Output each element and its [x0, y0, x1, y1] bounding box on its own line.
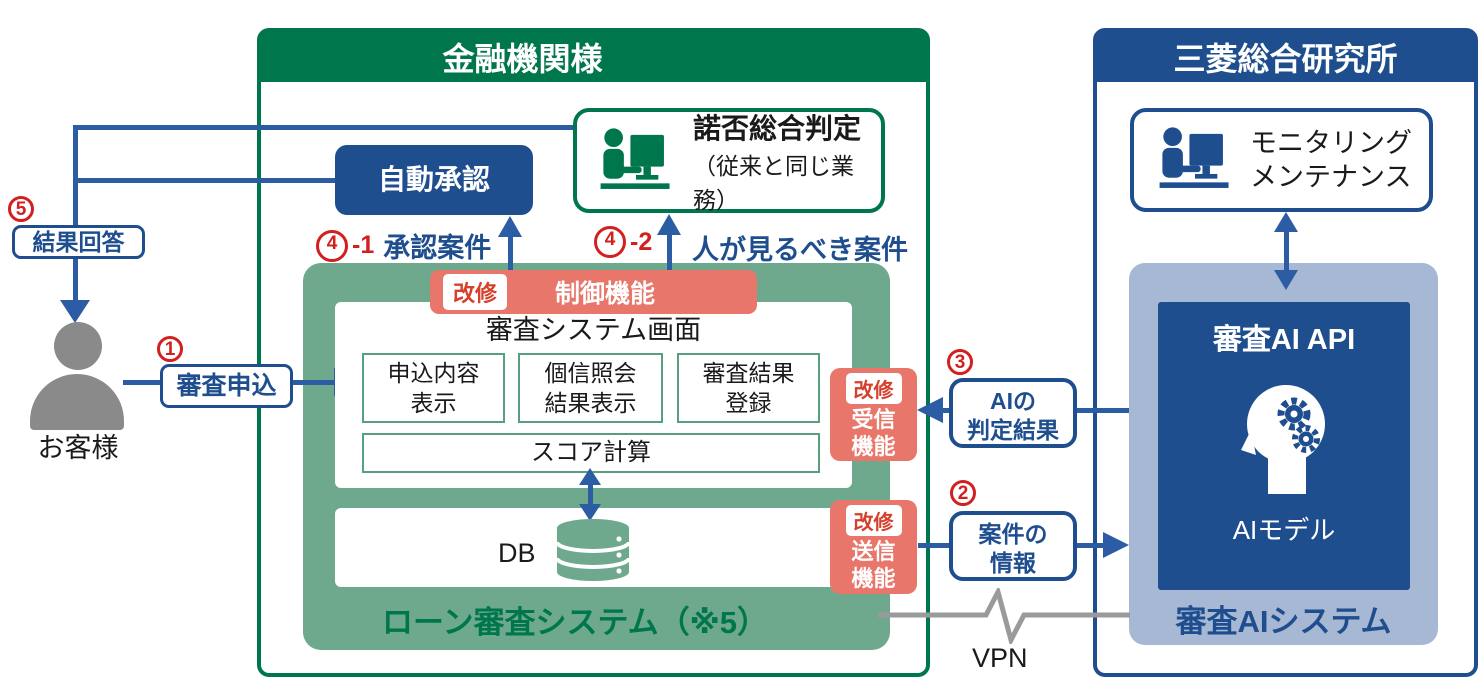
- arrowhead-approved-cases: [498, 216, 522, 237]
- ai-api-box: 審査AI API AIモデル: [1158, 302, 1410, 590]
- screen-box1-line1: 申込内容: [387, 360, 480, 386]
- ai-api-title: 審査AI API: [1212, 324, 1356, 356]
- step4-2-row: 4 -2: [594, 226, 652, 258]
- step4-1-suffix: -1: [352, 231, 375, 259]
- customer-icon: [54, 322, 102, 370]
- receive-renovation-badge: 改修: [845, 373, 902, 404]
- arrowhead-human-review-cases: [657, 214, 681, 235]
- line-approval-to-customer: [73, 178, 335, 183]
- line-judgement-to-customer: [73, 125, 573, 130]
- customer-label: お客様: [37, 433, 119, 463]
- step4-2-label: 人が見るべき案件: [692, 235, 908, 265]
- arrowhead-ai-result: [917, 397, 943, 423]
- ai-head-gears-icon: [1158, 382, 1410, 494]
- financial-panel-header: 金融機関様: [261, 32, 926, 82]
- vpn-label: VPN: [972, 643, 1028, 673]
- send-label-line2: 機能: [851, 566, 896, 591]
- line-down-to-customer: [73, 125, 78, 302]
- send-function-box: 改修 送信 機能: [830, 500, 917, 594]
- arrowhead-monitoring-up: [1274, 212, 1298, 232]
- ai-model-label: AIモデル: [1232, 515, 1336, 545]
- screen-box1-line2: 表示: [410, 390, 457, 416]
- mri-panel-header: 三菱総合研究所: [1097, 32, 1474, 82]
- line-approved-cases: [508, 234, 513, 272]
- step4-1-label: 承認案件: [383, 233, 492, 263]
- receive-function-box: 改修 受信 機能: [830, 368, 917, 461]
- step3-number: 3: [947, 349, 973, 375]
- ai-result-line2: 判定結果: [967, 417, 1059, 443]
- line-score-db: [588, 480, 593, 510]
- auto-approval-box: 自動承認: [335, 145, 533, 215]
- step1-number: 1: [157, 336, 183, 362]
- case-info-box: 案件の 情報: [949, 511, 1077, 581]
- step5-number: 5: [8, 196, 34, 222]
- monitoring-person-at-computer-icon: [1154, 124, 1236, 196]
- person-at-computer-icon: [595, 125, 677, 197]
- step4-2-number: 4: [594, 226, 626, 258]
- step4-1-row: 4 -1 承認案件: [316, 226, 491, 265]
- arrowhead-to-customer: [60, 300, 90, 323]
- ai-system-label: 審査AIシステム: [1175, 604, 1392, 639]
- step4-1-number: 4: [316, 229, 348, 262]
- send-renovation-badge: 改修: [845, 505, 902, 536]
- ai-result-line1: AIの: [990, 388, 1036, 414]
- receive-label-line2: 機能: [851, 434, 896, 459]
- screen-box-credit-check: 個信照会 結果表示: [518, 353, 663, 423]
- send-label-line1: 送信: [851, 539, 896, 564]
- mri-panel-title: 三菱総合研究所: [1173, 41, 1398, 77]
- loan-system-label: ローン審査システム（※5）: [382, 605, 768, 640]
- score-calculation-box: スコア計算: [362, 433, 820, 473]
- screen-box-application-display: 申込内容 表示: [362, 353, 505, 423]
- arrowhead-score-up: [579, 468, 601, 485]
- judgement-box: 諾否総合判定 （従来と同じ業務）: [573, 108, 885, 213]
- control-function-label: 制御機能: [555, 280, 656, 308]
- db-label: DB: [498, 538, 536, 568]
- line-monitoring-aisystem: [1284, 228, 1289, 274]
- database-icon: [556, 518, 630, 582]
- step2-number: 2: [950, 480, 976, 506]
- case-info-line2: 情報: [990, 550, 1036, 576]
- judgement-title: 諾否総合判定: [693, 112, 862, 144]
- screen-box2-line2: 結果表示: [544, 390, 637, 416]
- screen-box3-line2: 登録: [725, 390, 772, 416]
- arrowhead-aisystem-down: [1274, 270, 1298, 290]
- customer-icon-body: [30, 374, 124, 430]
- judgement-subtitle: （従来と同じ業務）: [693, 152, 854, 213]
- control-renovation-badge: 改修: [443, 274, 508, 310]
- monitoring-box: モニタリング メンテナンス: [1130, 108, 1433, 212]
- ai-result-box: AIの 判定結果: [949, 378, 1077, 448]
- line-human-review-cases: [667, 232, 672, 272]
- arrowhead-db-down: [579, 504, 601, 521]
- case-info-line1: 案件の: [978, 521, 1048, 547]
- step4-2-suffix: -2: [630, 227, 653, 256]
- application-box: 審査申込: [160, 364, 293, 408]
- monitoring-line1: モニタリング: [1250, 128, 1412, 158]
- monitoring-line2: メンテナンス: [1250, 162, 1412, 192]
- screen-box3-line1: 審査結果: [702, 360, 795, 386]
- vpn-line: [876, 588, 1132, 644]
- screen-box2-line1: 個信照会: [544, 360, 637, 386]
- screen-box-result-registration: 審査結果 登録: [677, 353, 820, 423]
- control-function-box: 改修 制御機能: [430, 270, 757, 314]
- arrowhead-case-info: [1103, 532, 1129, 558]
- receive-label-line1: 受信: [851, 407, 896, 432]
- result-reply-box: 結果回答: [12, 225, 145, 259]
- screen-title: 審査システム画面: [485, 315, 702, 345]
- financial-panel-title: 金融機関様: [442, 41, 603, 77]
